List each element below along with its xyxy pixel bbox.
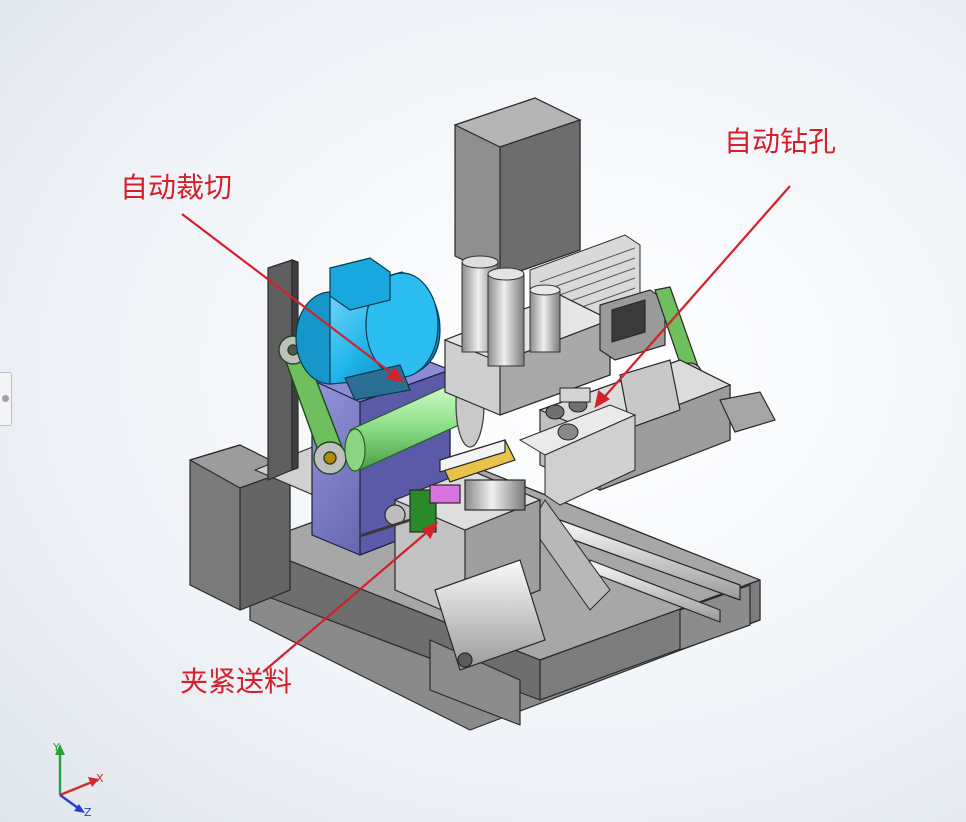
air-cylinders bbox=[461, 255, 561, 367]
drill-column bbox=[453, 97, 582, 279]
cutter-motor bbox=[295, 257, 441, 401]
right-drive bbox=[599, 286, 703, 388]
drill-bits bbox=[545, 387, 591, 441]
side-panel-handle[interactable] bbox=[0, 372, 12, 426]
handle-grip-icon bbox=[2, 395, 9, 402]
clamp-feed-unit bbox=[359, 439, 546, 671]
left-drive-belt bbox=[278, 335, 347, 475]
orientation-triad bbox=[55, 744, 99, 813]
callout-clamp-feed: 夹紧送料 bbox=[180, 665, 293, 698]
callout-auto-drill: 自动钻孔 bbox=[724, 125, 837, 158]
callout-arrows bbox=[181, 185, 791, 673]
axis-y-label: Y bbox=[53, 741, 60, 754]
axis-z-label: Z bbox=[84, 806, 92, 819]
callout-auto-cut: 自动裁切 bbox=[120, 171, 233, 204]
axis-x-label: X bbox=[96, 772, 104, 785]
